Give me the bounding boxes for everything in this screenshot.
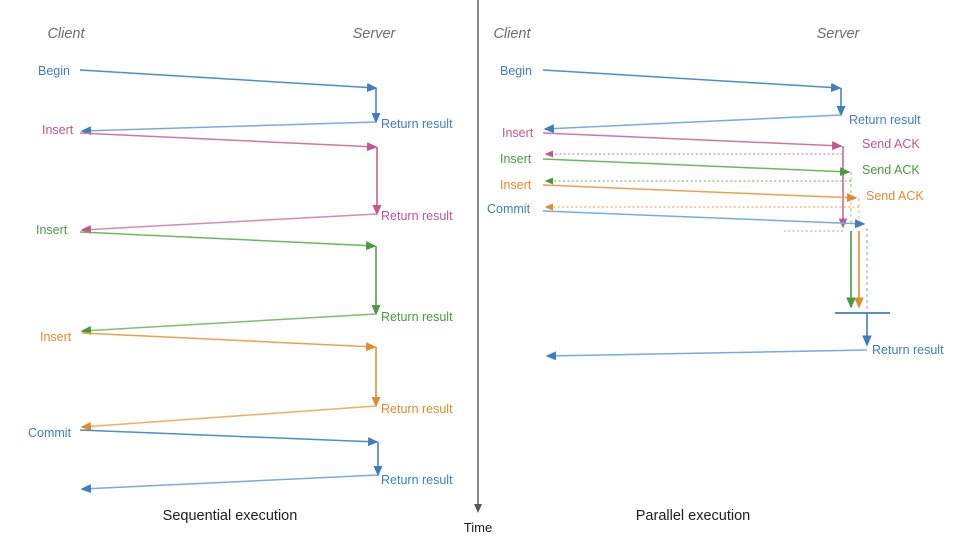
right-label-insert-2: Insert	[500, 152, 532, 166]
left-label-insert-1: Insert	[42, 123, 74, 137]
left-message-insert-3: Insert Return result	[40, 330, 453, 431]
time-axis: Time	[464, 0, 492, 535]
left-server-header: Server	[353, 26, 397, 42]
left-label-insert-1-return: Return result	[381, 209, 453, 223]
right-label-insert-3-ack: Send ACK	[866, 189, 924, 203]
right-message-commit: Commit Return result	[487, 202, 944, 361]
right-label-insert-1-ack: Send ACK	[862, 137, 920, 151]
right-server-header: Server	[817, 26, 861, 42]
right-label-commit-return: Return result	[872, 343, 944, 357]
right-client-header: Client	[493, 26, 531, 42]
left-label-insert-3: Insert	[40, 330, 72, 344]
right-message-insert-2: Insert Send ACK	[500, 152, 920, 309]
left-label-insert-2-return: Return result	[381, 310, 453, 324]
right-label-insert-2-ack: Send ACK	[862, 163, 920, 177]
right-label-begin-return: Return result	[849, 113, 921, 127]
right-caption: Parallel execution	[636, 508, 750, 524]
left-label-commit: Commit	[28, 426, 72, 440]
left-label-insert-2: Insert	[36, 223, 68, 237]
left-message-begin: Begin Return result	[38, 64, 453, 136]
left-diagram-sequential: Client Server Begin Return result Insert…	[28, 26, 453, 524]
left-label-insert-3-return: Return result	[381, 402, 453, 416]
right-label-begin: Begin	[500, 64, 532, 78]
left-label-commit-return: Return result	[381, 473, 453, 487]
left-client-header: Client	[47, 26, 85, 42]
time-axis-label: Time	[464, 520, 492, 535]
right-message-begin: Begin Return result	[500, 64, 921, 134]
time-axis-arrowhead	[474, 504, 482, 513]
right-label-insert-1: Insert	[502, 126, 534, 140]
right-message-insert-1: Insert Send ACK	[502, 126, 920, 232]
right-message-insert-3: Insert Send ACK	[500, 178, 924, 309]
left-label-begin: Begin	[38, 64, 70, 78]
left-message-insert-1: Insert Return result	[42, 123, 453, 235]
left-message-commit: Commit Return result	[28, 426, 453, 494]
left-label-begin-return: Return result	[381, 117, 453, 131]
left-message-insert-2: Insert Return result	[36, 223, 453, 335]
left-caption: Sequential execution	[163, 508, 298, 524]
right-label-insert-3: Insert	[500, 178, 532, 192]
right-label-commit: Commit	[487, 202, 531, 216]
right-diagram-parallel: Client Server Begin Return result Insert…	[487, 26, 944, 524]
